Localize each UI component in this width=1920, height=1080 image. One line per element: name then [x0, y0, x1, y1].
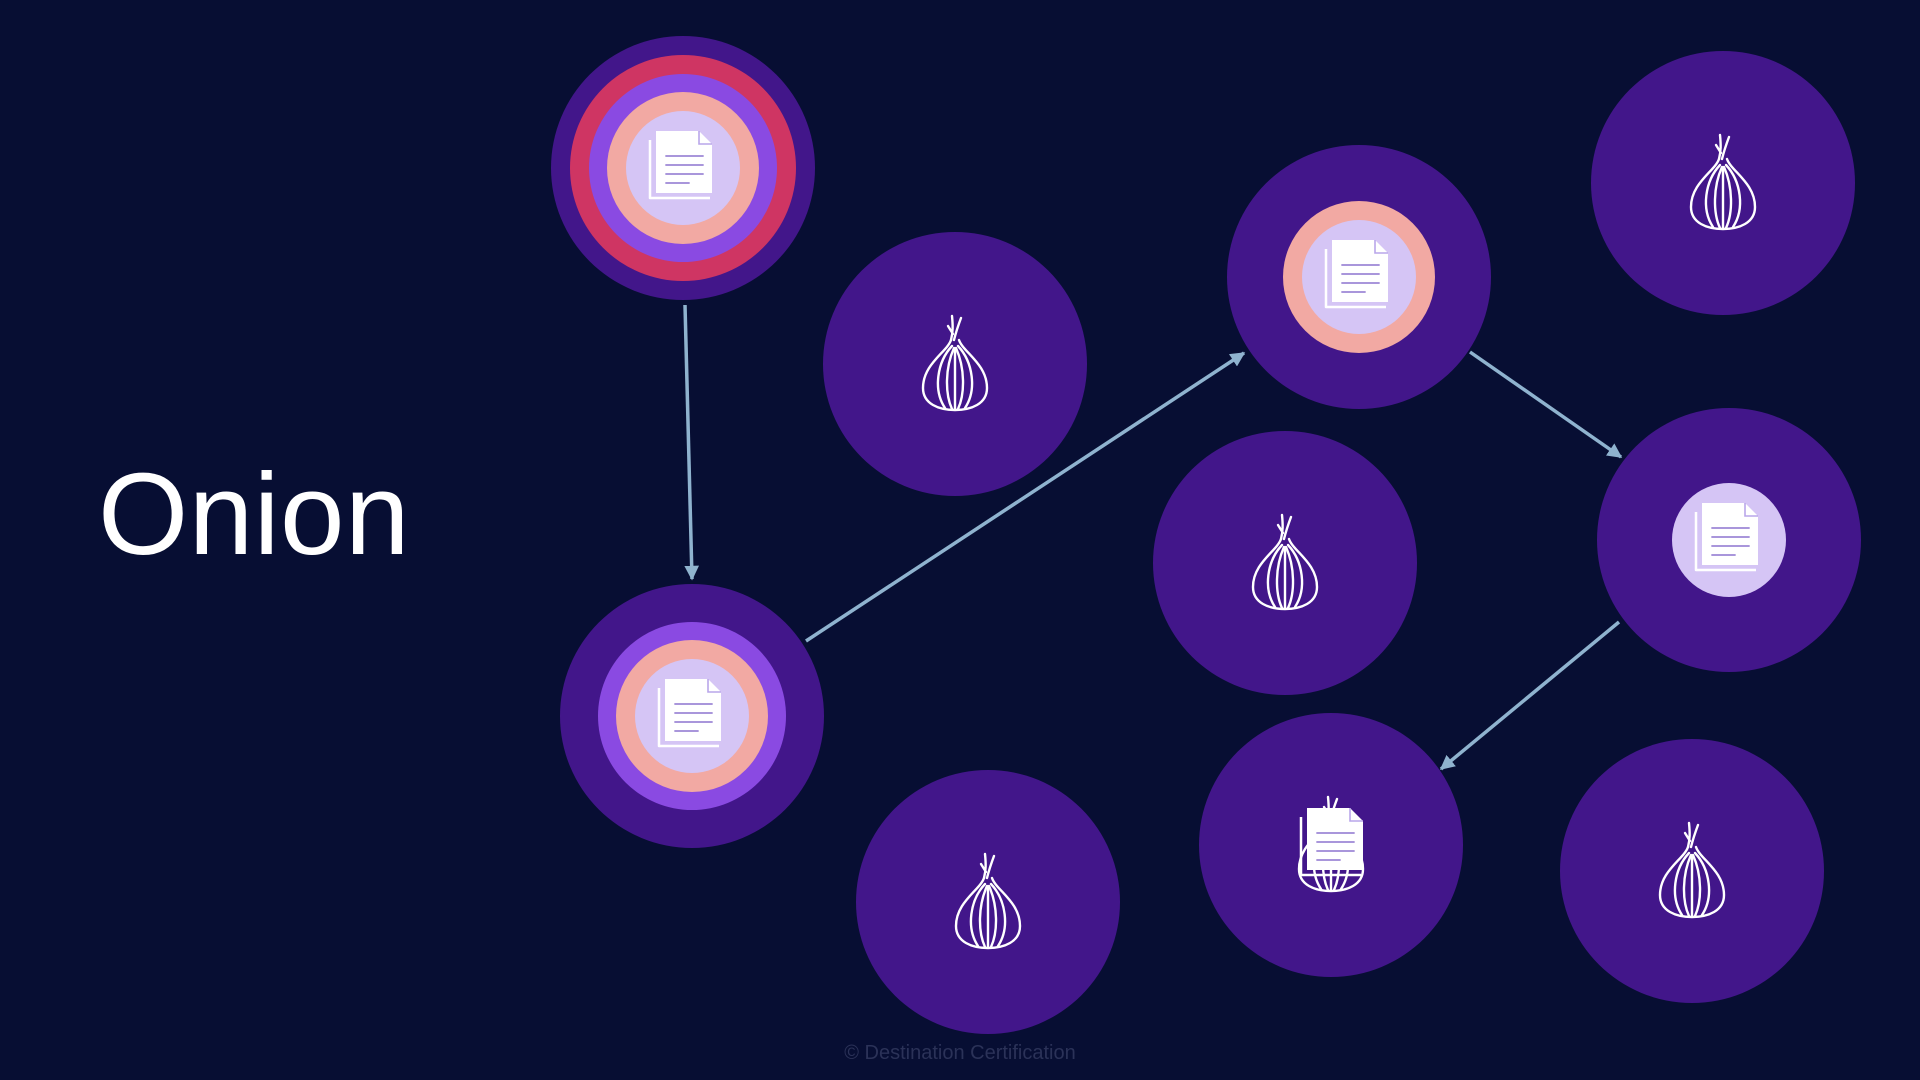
onion-node-b	[1153, 431, 1417, 695]
relay-node-2	[1227, 145, 1491, 409]
slide-title: Onion	[98, 449, 411, 579]
edges	[683, 304, 1623, 771]
sender-node	[551, 36, 815, 300]
onion-node-e	[1560, 739, 1824, 1003]
document-icon	[1694, 501, 1760, 572]
arrow-relay-2-to-relay-3	[1469, 350, 1623, 459]
arrow-sender-to-relay-1	[683, 304, 700, 581]
arrow-relay-3-to-destination	[1439, 620, 1621, 771]
relay-node-3	[1597, 408, 1861, 672]
relay-node-1	[560, 584, 824, 848]
onion-node-a	[823, 232, 1087, 496]
document-icon	[657, 677, 723, 748]
document-icon	[1299, 806, 1365, 877]
onion-node-d	[856, 770, 1120, 1034]
destination-node	[1199, 713, 1463, 977]
document-icon	[1324, 238, 1390, 309]
document-icon	[648, 129, 714, 200]
arrow-relay-1-to-relay-2	[805, 351, 1246, 643]
copyright-footer: © Destination Certification	[844, 1042, 1076, 1064]
onion-node-c	[1591, 51, 1855, 315]
